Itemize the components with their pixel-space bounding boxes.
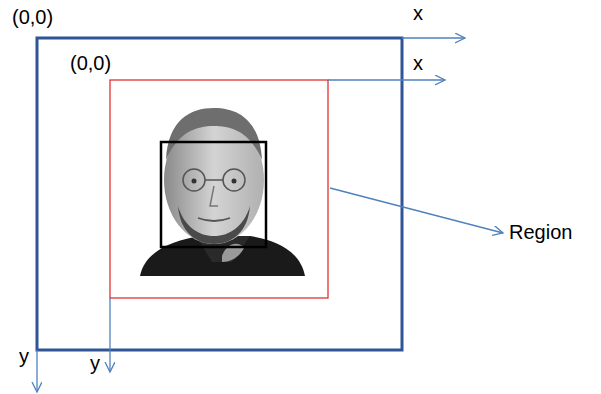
y-axis-arrow xyxy=(109,298,110,372)
face-photo xyxy=(138,100,306,276)
leader-arrow xyxy=(330,188,503,233)
face-rectangle xyxy=(161,142,266,247)
x-axis-arrow xyxy=(328,79,445,80)
axis-label: y xyxy=(90,352,100,375)
origin-label: (0,0) xyxy=(70,52,111,75)
image-frame xyxy=(37,38,402,350)
axis-label: y xyxy=(19,345,29,368)
region-box xyxy=(110,80,328,298)
y-axis-arrow xyxy=(36,350,37,392)
x-axis-arrow xyxy=(402,37,465,38)
axis-label: x xyxy=(413,2,423,25)
axis-label: x xyxy=(413,52,423,75)
origin-label: (0,0) xyxy=(12,6,53,29)
callout-label: Region xyxy=(509,221,572,244)
